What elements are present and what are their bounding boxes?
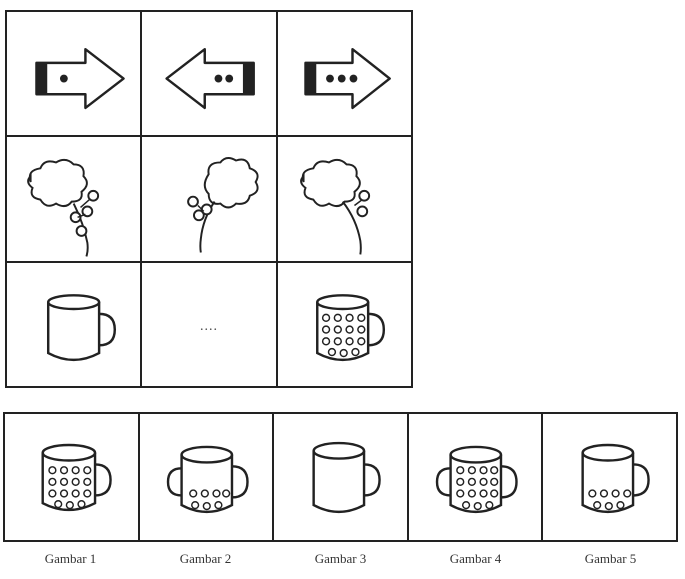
option-label: Gambar 5 (584, 551, 637, 566)
mug-icon (41, 443, 112, 512)
option-label: Gambar 2 (179, 551, 232, 566)
puzzle-cell-arrow-2 (141, 11, 277, 137)
arrow-right-icon (303, 47, 391, 110)
puzzle-cell-flower-3 (276, 136, 412, 262)
option-gambar-3[interactable] (273, 413, 408, 541)
option-label: Gambar 1 (44, 551, 97, 566)
answer-options (3, 412, 678, 542)
puzzle-cell-flower-1 (6, 136, 142, 262)
puzzle-cell-arrow-3 (276, 11, 412, 137)
puzzle-cell-mug-1 (6, 261, 142, 387)
mug-icon (315, 293, 385, 361)
flower-icon (187, 157, 259, 253)
flower-icon (299, 159, 370, 255)
option-gambar-4[interactable] (407, 413, 543, 541)
puzzle-cell-flower-2 (141, 136, 277, 262)
puzzle-grid: .... (5, 10, 413, 388)
option-gambar-1[interactable] (4, 413, 139, 541)
mug-icon (581, 443, 651, 514)
puzzle-cell-mug-3 (276, 261, 412, 387)
option-gambar-5[interactable] (542, 413, 677, 541)
missing-placeholder: .... (199, 318, 218, 334)
mug-icon (435, 445, 518, 514)
option-labels: Gambar 1 Gambar 2 Gambar 3 Gambar 4 Gamb… (3, 551, 678, 567)
flower-icon (27, 159, 100, 258)
arrow-left-icon (165, 47, 256, 110)
mug-icon (312, 441, 381, 514)
puzzle-cell-arrow-1 (6, 11, 142, 137)
option-label: Gambar 3 (314, 551, 367, 566)
option-gambar-2[interactable] (138, 413, 274, 541)
option-label: Gambar 4 (449, 551, 502, 566)
arrow-right-icon (35, 47, 125, 110)
puzzle-cell-missing: .... (141, 261, 277, 387)
mug-icon (46, 293, 117, 361)
mug-icon (166, 445, 249, 514)
